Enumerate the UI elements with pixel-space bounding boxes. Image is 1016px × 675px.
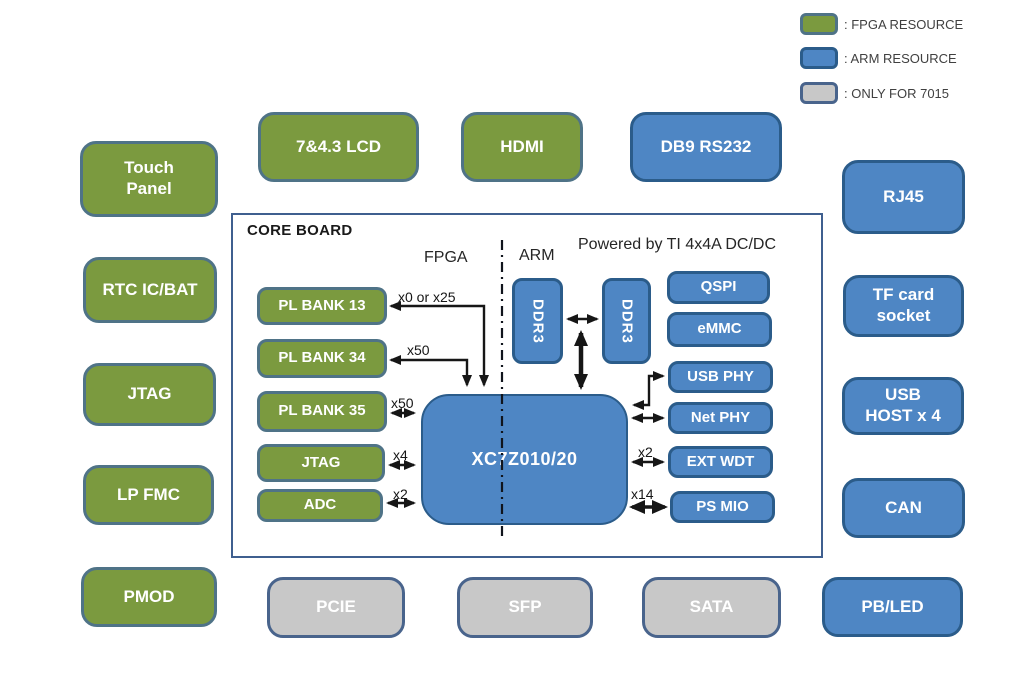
block-hdmi: HDMI bbox=[461, 112, 583, 182]
block-pl-bank-34: PL BANK 34 bbox=[257, 339, 387, 378]
fpga-zone-label: FPGA bbox=[424, 249, 468, 266]
block-db9-rs232: DB9 RS232 bbox=[630, 112, 782, 182]
block-ddr3-right: DDR3 bbox=[602, 278, 651, 364]
block-touch-panel: Touch Panel bbox=[80, 141, 218, 217]
block-usb-host: USB HOST x 4 bbox=[842, 377, 964, 435]
block-ps-mio: PS MIO bbox=[670, 491, 775, 523]
only-7015-color-swatch bbox=[800, 82, 838, 104]
legend-item-arm: : ARM RESOURCE bbox=[800, 47, 957, 69]
block-rtc-ic-bat: RTC IC/BAT bbox=[83, 257, 217, 323]
arm-zone-label: ARM bbox=[519, 247, 555, 264]
block-pb-led: PB/LED bbox=[822, 577, 963, 637]
bus-label-lcd: x0 or x25 bbox=[398, 289, 456, 305]
block-can: CAN bbox=[842, 478, 965, 538]
arm-color-swatch bbox=[800, 47, 838, 69]
bus-label-bank34: x50 bbox=[407, 342, 430, 358]
block-qspi: QSPI bbox=[667, 271, 770, 304]
block-jtag-inner: JTAG bbox=[257, 444, 385, 482]
legend-item-7015: : ONLY FOR 7015 bbox=[800, 82, 949, 104]
block-pmod: PMOD bbox=[81, 567, 217, 627]
block-lp-fmc: LP FMC bbox=[83, 465, 214, 525]
block-lcd: 7&4.3 LCD bbox=[258, 112, 419, 182]
power-note: Powered by TI 4x4A DC/DC bbox=[578, 236, 777, 253]
bus-label-jtag: x4 bbox=[393, 447, 408, 463]
bus-label-ps-mio: x14 bbox=[631, 486, 654, 502]
block-pl-bank-13: PL BANK 13 bbox=[257, 287, 387, 325]
block-rj45: RJ45 bbox=[842, 160, 965, 234]
legend-label: : ARM RESOURCE bbox=[844, 50, 957, 66]
bus-label-adc: x2 bbox=[393, 486, 408, 502]
block-soc-chip: XC7Z010/20 bbox=[421, 394, 628, 525]
bus-label-ext-wdt: x2 bbox=[638, 444, 653, 460]
block-pcie: PCIE bbox=[267, 577, 405, 638]
block-pl-bank-35: PL BANK 35 bbox=[257, 391, 387, 432]
legend-label: : FPGA RESOURCE bbox=[844, 16, 964, 32]
block-jtag: JTAG bbox=[83, 363, 216, 426]
block-sfp: SFP bbox=[457, 577, 593, 638]
fpga-color-swatch bbox=[800, 13, 838, 35]
block-adc: ADC bbox=[257, 489, 383, 522]
block-net-phy: Net PHY bbox=[668, 402, 773, 434]
block-emmc: eMMC bbox=[667, 312, 772, 347]
block-sata: SATA bbox=[642, 577, 781, 638]
block-ext-wdt: EXT WDT bbox=[668, 446, 773, 478]
legend-label: : ONLY FOR 7015 bbox=[844, 85, 950, 101]
block-tf-card-socket: TF card socket bbox=[843, 275, 964, 337]
core-board-title: CORE BOARD bbox=[247, 222, 353, 239]
legend-item-fpga: : FPGA RESOURCE bbox=[800, 13, 963, 35]
bus-label-bank35: x50 bbox=[391, 395, 414, 411]
block-usb-phy: USB PHY bbox=[668, 361, 773, 393]
block-ddr3-left: DDR3 bbox=[512, 278, 563, 364]
